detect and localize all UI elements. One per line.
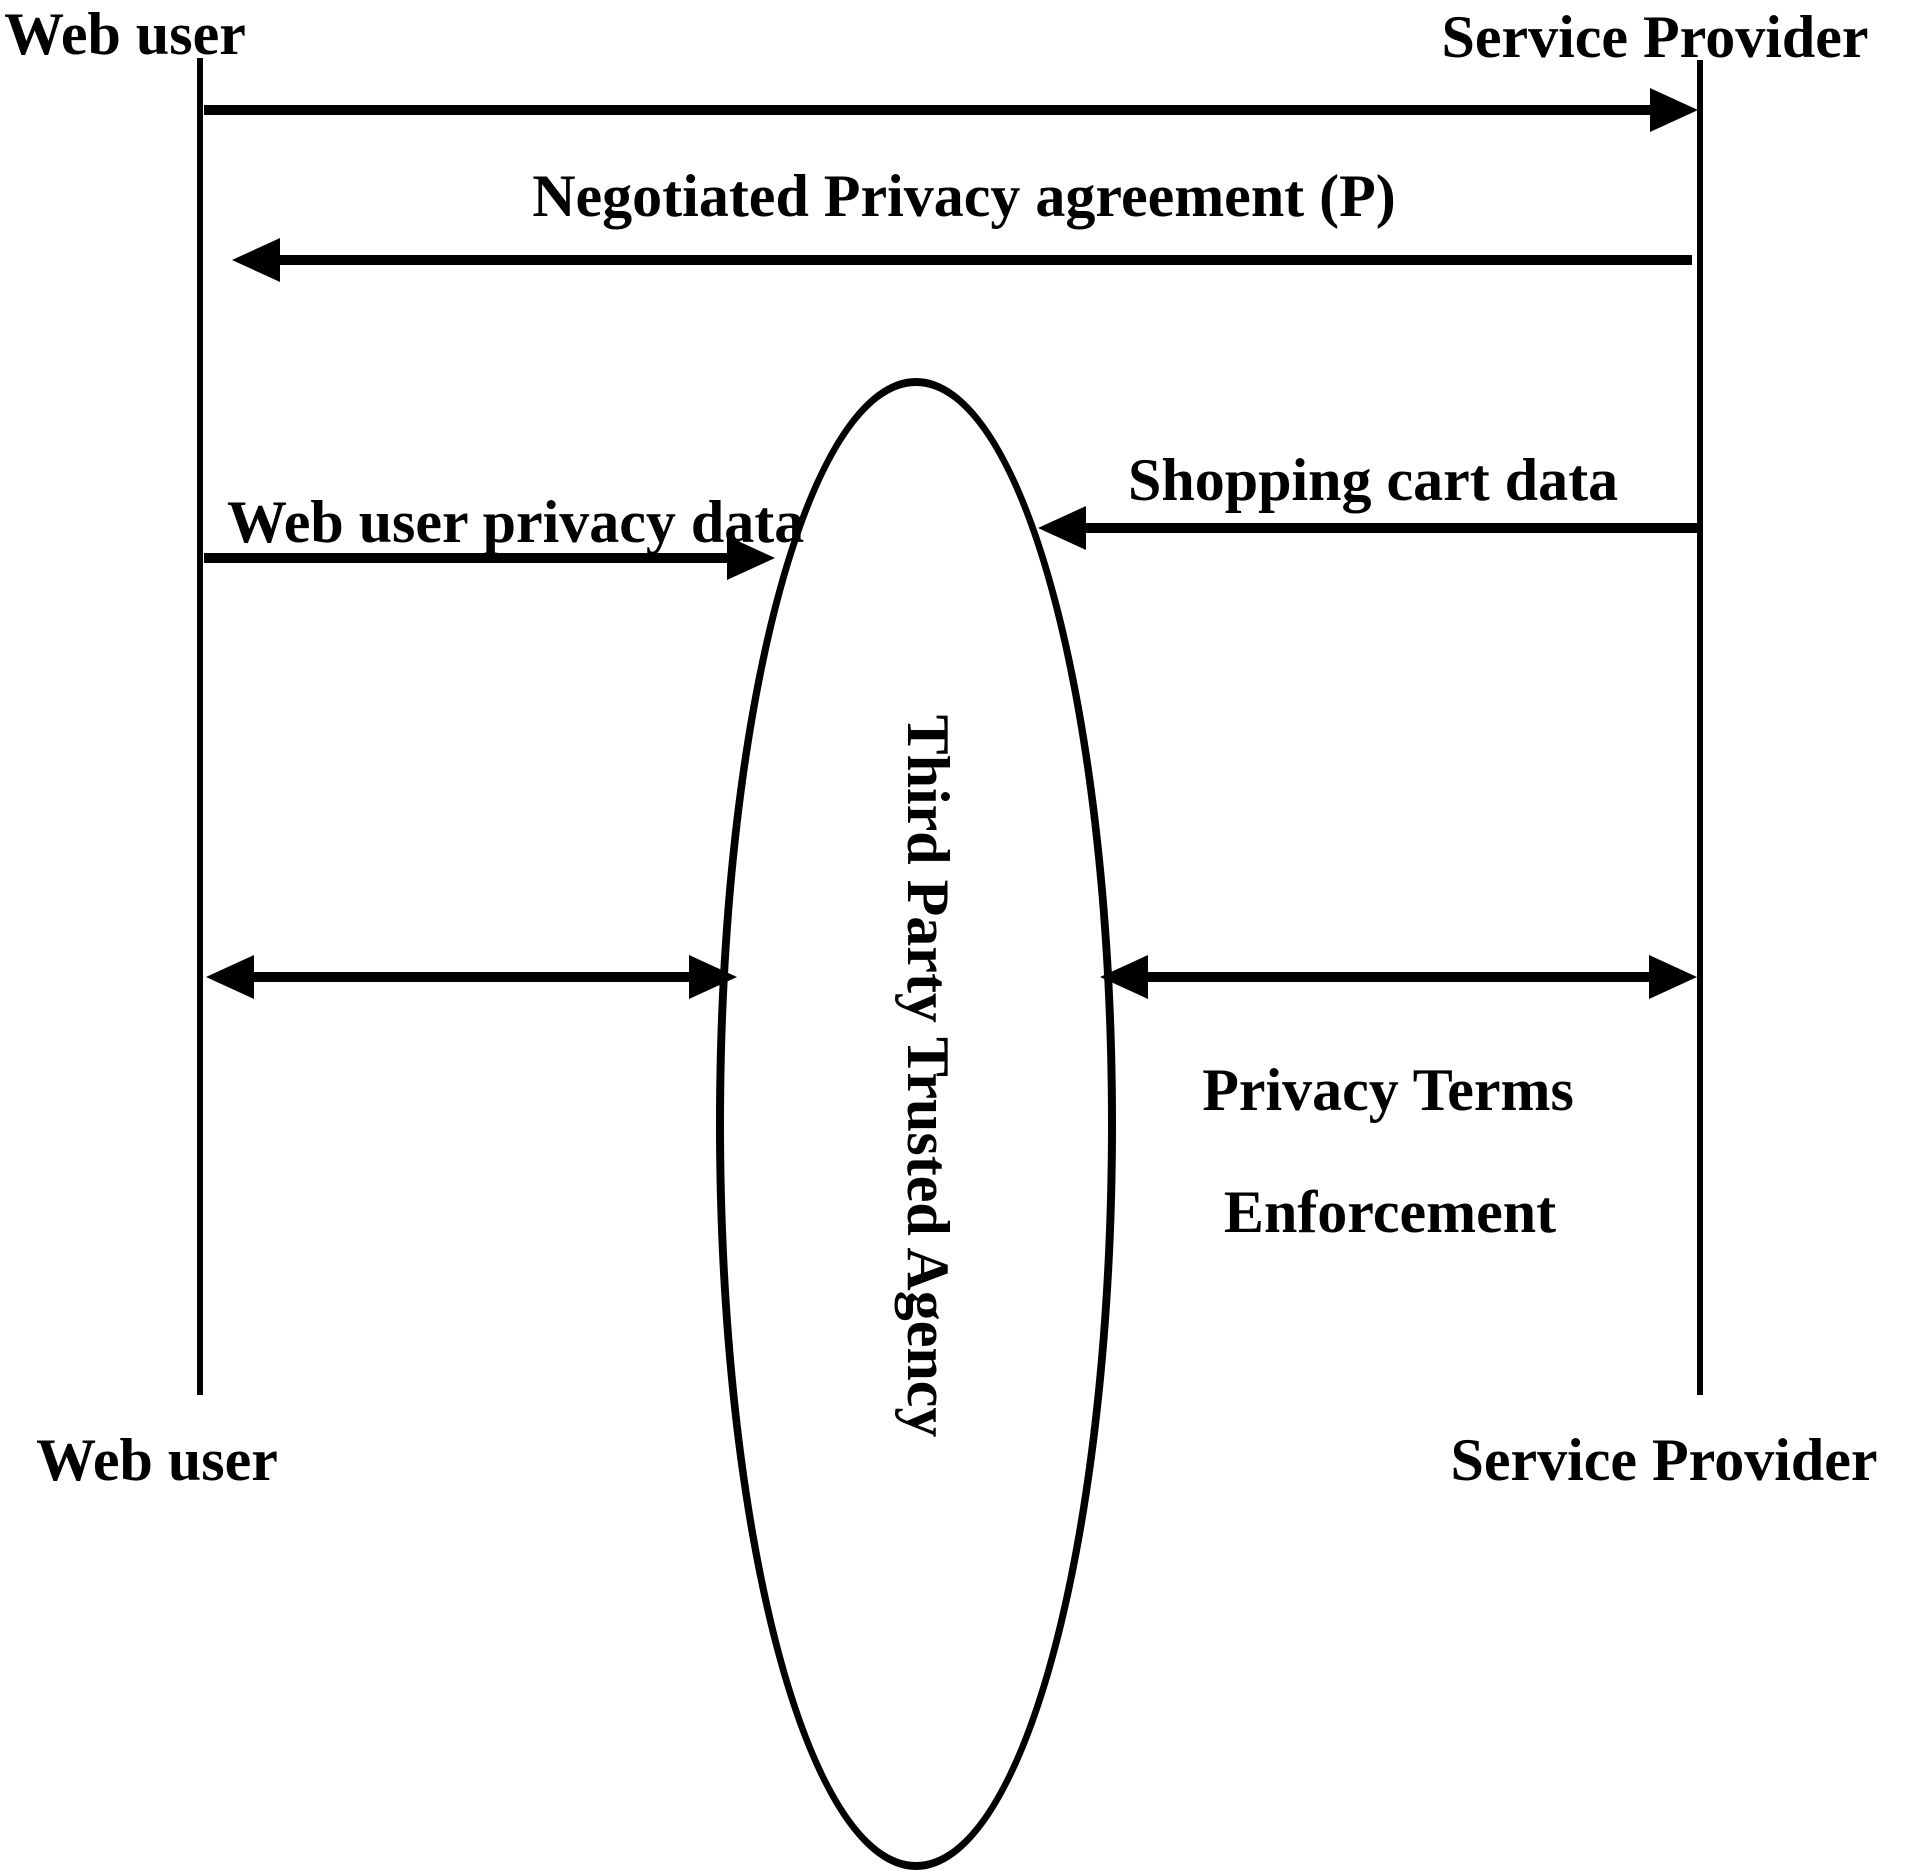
arrow-shaft	[204, 105, 1652, 115]
arrowhead-right-icon	[1649, 955, 1697, 999]
arrowhead-left-icon	[232, 238, 280, 282]
actor-label-web-user-bottom: Web user	[36, 1427, 278, 1493]
arrowhead-right-icon	[689, 955, 737, 999]
arrow-shaft	[1084, 523, 1700, 533]
actor-label-service-provider-top: Service Provider	[1441, 4, 1869, 70]
lifeline-web-user	[197, 58, 203, 1395]
actor-label-service-provider-bottom: Service Provider	[1450, 1427, 1878, 1493]
arrow-shaft	[252, 972, 689, 982]
arrowhead-left-icon	[206, 955, 254, 999]
message-label-negotiated-privacy-agreement: Negotiated Privacy agreement (P)	[532, 163, 1396, 229]
arrowhead-left-icon	[1100, 955, 1148, 999]
arrow-shaft	[204, 553, 729, 563]
arrowhead-left-icon	[1038, 506, 1086, 550]
lifeline-service-provider	[1697, 60, 1703, 1395]
third-party-agency-ellipse	[716, 378, 1116, 1870]
arrowhead-right-icon	[1650, 88, 1698, 132]
message-label-privacy-terms: Privacy Terms	[1202, 1057, 1574, 1123]
arrow-shaft	[278, 255, 1692, 265]
message-label-web-user-privacy-data: Web user privacy data	[227, 489, 805, 555]
arrowhead-right-icon	[727, 536, 775, 580]
actor-label-web-user-top: Web user	[4, 1, 246, 67]
message-label-shopping-cart-data: Shopping cart data	[1128, 447, 1619, 513]
message-label-enforcement: Enforcement	[1223, 1179, 1557, 1245]
third-party-agency-label: Third Party Trusted Agency	[895, 714, 961, 1438]
arrow-shaft	[1146, 972, 1649, 982]
